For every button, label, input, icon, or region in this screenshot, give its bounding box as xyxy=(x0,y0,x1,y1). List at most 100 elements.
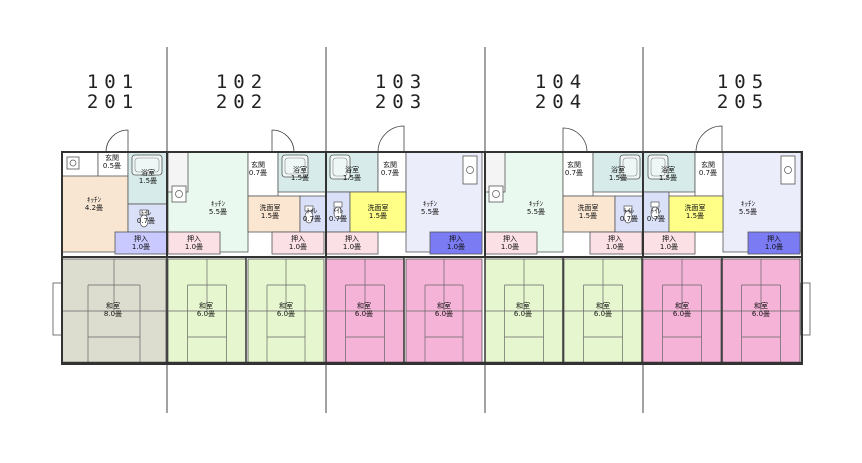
genkan-label-103-size: 0.7畳 xyxy=(381,169,399,177)
unit-number-102: 102 202 xyxy=(211,72,273,112)
genkan-label-104-size: 0.7畳 xyxy=(565,169,583,177)
washitsu-label-103b-size: 6.0畳 xyxy=(435,310,453,318)
bathtub-icon-102 xyxy=(281,154,309,178)
genkan-label-101-size: 0.5畳 xyxy=(103,162,121,170)
unit-number-upper: 101 xyxy=(86,71,140,93)
washroom-label-103-size: 1.5畳 xyxy=(369,212,387,220)
kitchen-label-103-name: ｷｯﾁﾝ xyxy=(423,200,437,208)
washitsu-label-102a-size: 6.0畳 xyxy=(197,310,215,318)
toilet-label-102-name: ﾄｲﾚ xyxy=(307,207,318,215)
genkan-label-101-name: 玄関 xyxy=(105,153,119,162)
closet-label-102a-size: 1.0畳 xyxy=(185,243,203,251)
kitchen-label-104-size: 5.5畳 xyxy=(527,208,545,216)
door-swing-105 xyxy=(695,125,723,153)
closet-label-101-size: 1.0畳 xyxy=(132,243,150,251)
bath-label-105-name: 浴室 xyxy=(661,165,675,174)
washitsu-label-105b-name: 和室 xyxy=(754,301,768,310)
toilet-label-104-size: 0.7畳 xyxy=(620,215,638,223)
closet-102b xyxy=(271,231,325,255)
closet-label-102b-size: 1.0畳 xyxy=(289,243,307,251)
room-washroom-102 xyxy=(247,195,301,233)
unit-number-lower: 204 xyxy=(534,91,588,113)
closet-label-104a-name: 押入 xyxy=(503,234,517,243)
bathtub-icon-101 xyxy=(131,154,163,176)
room-washroom-103 xyxy=(349,191,407,233)
kitchen-label-101-name: ｷｯﾁﾝ xyxy=(87,196,101,204)
sink-drain xyxy=(175,190,183,198)
bath-label-104-size: 1.5畳 xyxy=(609,174,627,182)
toilet-label-104-name: ﾄｲﾚ xyxy=(624,207,635,215)
washitsu-label-105a-name: 和室 xyxy=(675,301,689,310)
kitchen-label-102-name: ｷｯﾁﾝ xyxy=(211,200,225,208)
genkan-label-104-name: 玄関 xyxy=(567,160,581,169)
toilet-bowl xyxy=(333,206,343,220)
toilet-bowl xyxy=(304,210,314,224)
closet-105b xyxy=(747,231,801,255)
door-swing-101 xyxy=(105,129,129,153)
sink-icon-105 xyxy=(780,155,796,185)
toilet-bowl xyxy=(139,214,149,228)
unit-number-upper: 102 xyxy=(215,71,269,93)
unit-number-104: 104 204 xyxy=(530,72,592,112)
bath-label-104-name: 浴室 xyxy=(611,165,625,174)
genkan-label-105-name: 玄関 xyxy=(701,160,715,169)
closet-label-103a-name: 押入 xyxy=(345,234,359,243)
bathtub-inner xyxy=(332,157,348,177)
toilet-bowl xyxy=(650,206,660,220)
washitsu-label-104a-name: 和室 xyxy=(516,301,530,310)
stove-icon-101 xyxy=(66,156,80,170)
washroom-label-104-size: 1.5畳 xyxy=(579,212,597,220)
bathtub-icon-105 xyxy=(647,154,669,180)
washroom-label-102-size: 1.5畳 xyxy=(261,212,279,220)
kitchen-label-105-name: ｷｯﾁﾝ xyxy=(741,200,755,208)
window-101 xyxy=(52,282,63,336)
closet-label-103b-name: 押入 xyxy=(449,234,463,243)
closet-label-103b-size: 1.0畳 xyxy=(447,243,465,251)
closet-label-103a-size: 1.0畳 xyxy=(343,243,361,251)
washitsu-label-102b-size: 6.0畳 xyxy=(277,310,295,318)
washitsu-label-105a-size: 6.0畳 xyxy=(673,310,691,318)
bath-label-103-name: 浴室 xyxy=(345,165,359,174)
bath-label-101-size: 1.5畳 xyxy=(139,177,157,185)
bathtub-icon-103 xyxy=(329,154,351,180)
unit-number-upper: 103 xyxy=(374,71,428,93)
bathtub-inner xyxy=(622,157,638,177)
washitsu-label-103b-name: 和室 xyxy=(437,301,451,310)
sink-drain xyxy=(784,166,792,174)
washitsu-label-101-size: 8.0畳 xyxy=(104,310,122,318)
washitsu-label-104b-name: 和室 xyxy=(596,301,610,310)
door-swing-104 xyxy=(562,127,588,153)
washitsu-label-101-name: 和室 xyxy=(106,301,120,310)
genkan-label-102-name: 玄関 xyxy=(251,160,265,169)
genkan-label-105-size: 0.7畳 xyxy=(699,169,717,177)
washroom-label-102-name: 洗面室 xyxy=(260,203,281,212)
bathtub-inner xyxy=(650,157,666,177)
toilet-bowl xyxy=(623,210,633,224)
bathtub-inner xyxy=(134,157,160,173)
kitchen-label-104-name: ｷｯﾁﾝ xyxy=(529,200,543,208)
toilet-label-102-size: 0.7畳 xyxy=(303,215,321,223)
closet-label-102a-name: 押入 xyxy=(187,234,201,243)
closet-label-102b-name: 押入 xyxy=(291,234,305,243)
toilet-label-105-name: ﾄｲﾚ xyxy=(651,207,662,215)
washitsu-label-104a-size: 6.0畳 xyxy=(514,310,532,318)
bathtub-inner xyxy=(284,157,306,175)
washitsu-label-103a-size: 6.0畳 xyxy=(355,310,373,318)
sink-drain xyxy=(466,166,474,174)
unit-number-lower: 201 xyxy=(86,91,140,113)
unit-number-lower: 203 xyxy=(374,91,428,113)
room-toilet-101 xyxy=(127,203,169,233)
kitchen-label-101-size: 4.2畳 xyxy=(85,204,103,212)
closet-103b xyxy=(429,231,483,255)
closet-label-101-name: 押入 xyxy=(134,234,148,243)
washitsu-label-102b-name: 和室 xyxy=(279,301,293,310)
bath-label-102-name: 浴室 xyxy=(293,165,307,174)
sink-icon-103 xyxy=(462,155,478,185)
room-washroom-105 xyxy=(668,195,724,233)
toilet-label-103-name: ﾄｲﾚ xyxy=(333,207,344,215)
washitsu-label-102a-name: 和室 xyxy=(199,301,213,310)
sink-icon-104 xyxy=(488,185,504,203)
washitsu-label-103a-name: 和室 xyxy=(357,301,371,310)
kitchen-label-102-size: 5.5畳 xyxy=(209,208,227,216)
